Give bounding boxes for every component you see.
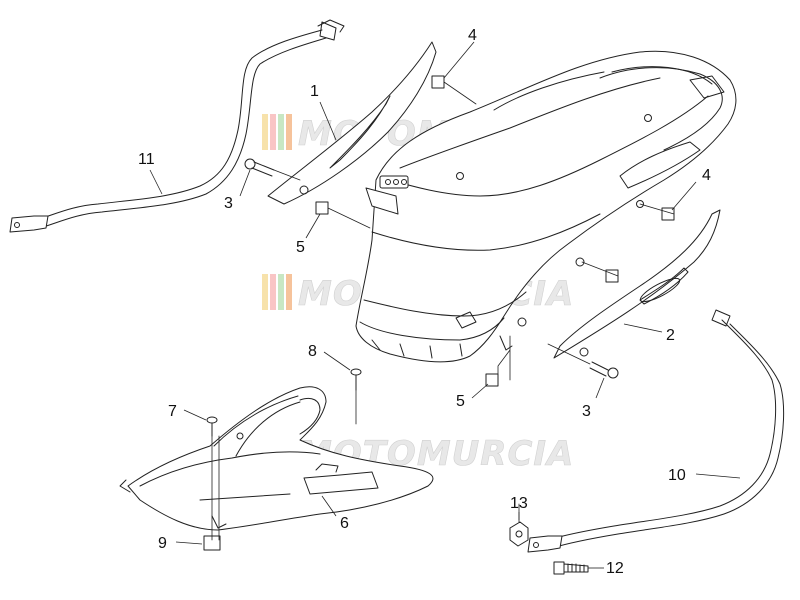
callout-3-left: 3 — [224, 169, 251, 212]
callout-4-top: 4 — [443, 27, 477, 79]
part-3-screw-right — [589, 361, 619, 379]
part-2-right-side-panel — [553, 209, 721, 359]
svg-text:2: 2 — [666, 327, 675, 344]
callout-8: 8 — [308, 343, 351, 371]
watermark-text: MOTOMURCIA — [298, 434, 574, 474]
callout-2: 2 — [623, 323, 675, 344]
callout-13: 13 — [510, 495, 528, 520]
svg-text:12: 12 — [606, 560, 624, 577]
callout-12: 12 — [588, 560, 624, 577]
watermark-stripe — [270, 114, 276, 150]
part-3-screw-left — [244, 158, 275, 177]
watermark-stripe — [286, 114, 292, 150]
part-9-clip — [203, 535, 221, 551]
part-main-rear-body — [355, 50, 737, 363]
callout-layer: 1 2 3 3 4 4 5 5 — [138, 27, 741, 577]
svg-text:3: 3 — [224, 195, 233, 212]
callout-4-right: 4 — [671, 167, 711, 211]
part-6-under-cover — [119, 386, 434, 531]
svg-text:5: 5 — [456, 393, 465, 410]
watermark-stripe — [262, 114, 268, 150]
parts-layer — [9, 19, 785, 575]
part-4-clip-upper — [431, 75, 445, 89]
svg-text:7: 7 — [168, 403, 177, 420]
callout-6: 6 — [321, 495, 349, 532]
svg-text:1: 1 — [310, 83, 319, 100]
part-13-nut — [509, 521, 529, 547]
callout-10: 10 — [668, 467, 741, 484]
watermark: MOTOMURCIA — [262, 434, 574, 474]
svg-text:11: 11 — [138, 151, 155, 168]
part-8-screw — [350, 368, 362, 391]
svg-text:9: 9 — [158, 535, 167, 552]
svg-text:6: 6 — [340, 515, 349, 532]
svg-text:8: 8 — [308, 343, 317, 360]
part-12-bolt — [553, 561, 589, 575]
svg-text:5: 5 — [296, 239, 305, 256]
part-11-left-rail — [9, 19, 345, 233]
callout-11: 11 — [138, 151, 163, 195]
part-5-clip-upper — [315, 201, 329, 215]
part-1-left-side-panel — [267, 41, 437, 205]
watermark-stripe — [278, 274, 284, 310]
svg-text:3: 3 — [582, 403, 591, 420]
callout-3-right: 3 — [582, 377, 605, 420]
watermark-stripe — [278, 114, 284, 150]
part-10-right-rail — [527, 309, 785, 553]
svg-text:13: 13 — [510, 495, 528, 512]
watermark-stripe — [270, 274, 276, 310]
svg-text:4: 4 — [702, 167, 711, 184]
part-7-screw — [206, 416, 218, 437]
svg-text:10: 10 — [668, 467, 686, 484]
callout-5-lower: 5 — [456, 383, 489, 410]
svg-text:4: 4 — [468, 27, 477, 44]
callout-7: 7 — [168, 403, 207, 421]
callout-9: 9 — [158, 535, 203, 552]
callout-5-upper: 5 — [296, 213, 321, 256]
watermark-stripe — [286, 274, 292, 310]
hardware — [203, 75, 675, 575]
callout-1: 1 — [310, 83, 337, 141]
watermark-stripe — [262, 274, 268, 310]
